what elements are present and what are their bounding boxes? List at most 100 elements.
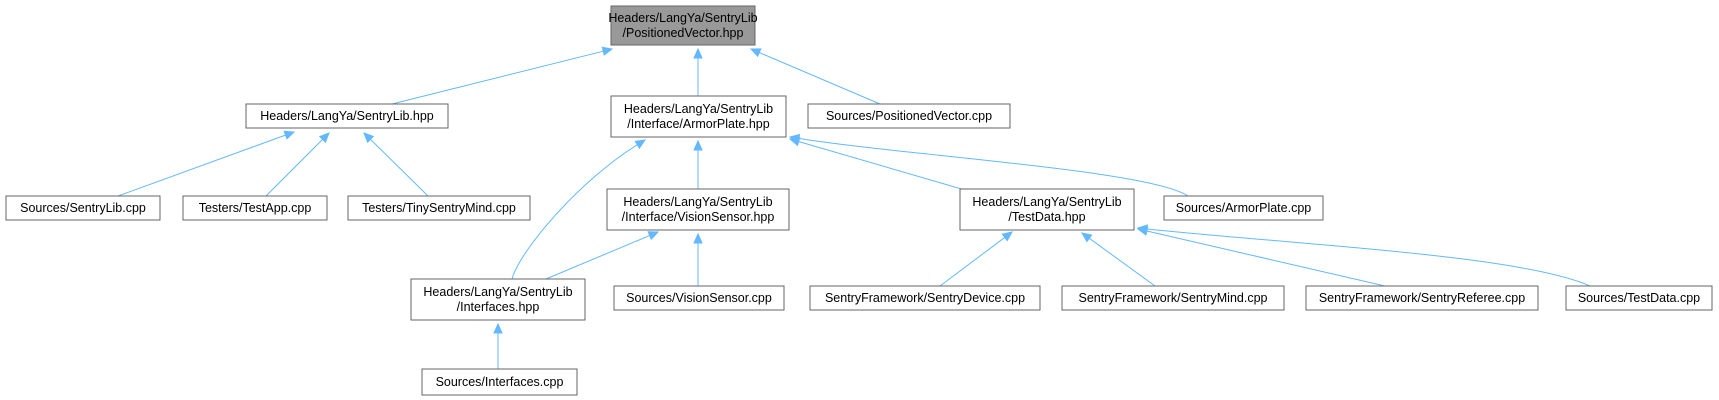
node-box bbox=[606, 188, 790, 231]
node-label-line: Sources/TestData.cpp bbox=[1578, 291, 1700, 305]
edge-line bbox=[391, 50, 605, 105]
edges-layer bbox=[117, 46, 1591, 369]
node-tinysentrymind-cpp[interactable]: Testers/TinySentryMind.cpp bbox=[347, 195, 531, 221]
edge-visionsensor_cpp-to-visionsensor_hpp bbox=[693, 232, 703, 286]
node-label-line: Sources/Interfaces.cpp bbox=[436, 375, 564, 389]
edge-arrowhead bbox=[749, 48, 762, 58]
edge-arrowhead bbox=[601, 46, 614, 56]
edge-arrowhead bbox=[1001, 231, 1013, 242]
node-label-line: Sources/PositionedVector.cpp bbox=[826, 109, 992, 123]
node-box bbox=[959, 188, 1135, 231]
node-label-line: Sources/VisionSensor.cpp bbox=[626, 291, 772, 305]
node-label-line: Testers/TinySentryMind.cpp bbox=[362, 201, 516, 215]
edge-interfaces_hpp-to-visionsensor_hpp bbox=[545, 231, 660, 280]
edge-curve bbox=[1145, 228, 1591, 287]
edge-arrowhead bbox=[693, 47, 703, 59]
node-box bbox=[613, 285, 785, 311]
edge-sentrylib_hpp-to-positioned_vector_hpp bbox=[391, 46, 614, 105]
edge-arrowhead bbox=[693, 139, 703, 151]
edge-line bbox=[939, 236, 1006, 287]
node-testapp-cpp[interactable]: Testers/TestApp.cpp bbox=[182, 195, 328, 221]
node-armorplate-cpp[interactable]: Sources/ArmorPlate.cpp bbox=[1163, 195, 1324, 221]
node-label-line: SentryFramework/SentryMind.cpp bbox=[1079, 291, 1268, 305]
edge-testapp_cpp-to-sentrylib_hpp bbox=[265, 132, 330, 197]
node-label-line: Headers/LangYa/SentryLib bbox=[423, 285, 572, 299]
node-label-line: Headers/LangYa/SentryLib.hpp bbox=[260, 109, 434, 123]
edge-curve bbox=[511, 143, 639, 280]
edge-interfaces_hpp-to-armorplate_hpp bbox=[511, 139, 647, 280]
edge-sentryreferee_cpp-to-testdata_hpp bbox=[1136, 226, 1386, 287]
node-box bbox=[610, 5, 756, 46]
edge-tinysentrymind_cpp-to-sentrylib_hpp bbox=[363, 132, 429, 197]
node-armorplate-hpp[interactable]: Headers/LangYa/SentryLib/Interface/Armor… bbox=[610, 95, 787, 138]
node-sentryreferee-cpp[interactable]: SentryFramework/SentryReferee.cpp bbox=[1305, 285, 1539, 311]
node-label-line: Headers/LangYa/SentryLib bbox=[624, 102, 773, 116]
edge-line bbox=[758, 51, 881, 105]
edge-sentrydevice_cpp-to-testdata_hpp bbox=[939, 231, 1013, 287]
edge-line bbox=[1145, 230, 1386, 287]
node-label-line: /PositionedVector.hpp bbox=[623, 26, 744, 40]
node-label-line: SentryFramework/SentryReferee.cpp bbox=[1319, 291, 1525, 305]
edge-curve bbox=[797, 137, 1189, 197]
node-label-line: Headers/LangYa/SentryLib bbox=[972, 195, 1121, 209]
node-testdata-hpp[interactable]: Headers/LangYa/SentryLib/TestData.hpp bbox=[959, 188, 1135, 231]
node-box bbox=[182, 195, 328, 221]
edge-line bbox=[545, 234, 651, 280]
edge-testdata_cpp-to-testdata_hpp bbox=[1136, 224, 1591, 287]
edge-interfaces_cpp-to-interfaces_hpp bbox=[493, 322, 503, 369]
edge-arrowhead bbox=[634, 139, 647, 150]
node-label-line: /Interface/VisionSensor.hpp bbox=[622, 210, 775, 224]
node-label-line: /TestData.hpp bbox=[1008, 210, 1085, 224]
edge-positioned_vector_cpp-to-positioned_vector_hpp bbox=[749, 48, 881, 105]
edge-sentrylib_cpp-to-sentrylib_hpp bbox=[117, 130, 296, 197]
node-box bbox=[1565, 285, 1713, 311]
edge-armorplate_cpp-to-armorplate_hpp bbox=[788, 133, 1189, 197]
node-positioned-vector-hpp[interactable]: Headers/LangYa/SentryLib/PositionedVecto… bbox=[608, 5, 758, 46]
edge-arrowhead bbox=[363, 132, 375, 144]
edge-arrowhead bbox=[493, 322, 503, 334]
node-box bbox=[410, 278, 586, 321]
node-box bbox=[347, 195, 531, 221]
edge-armorplate_hpp-to-positioned_vector_hpp bbox=[693, 47, 703, 96]
node-box bbox=[807, 103, 1011, 129]
node-label-line: Sources/ArmorPlate.cpp bbox=[1176, 201, 1312, 215]
node-box bbox=[421, 368, 578, 396]
edge-testdata_hpp-to-armorplate_hpp bbox=[788, 137, 966, 191]
node-positioned-vector-cpp[interactable]: Sources/PositionedVector.cpp bbox=[807, 103, 1011, 129]
edge-line bbox=[1088, 237, 1156, 287]
node-box bbox=[5, 195, 161, 221]
node-box bbox=[1305, 285, 1539, 311]
node-box bbox=[1061, 285, 1285, 311]
node-label-line: Headers/LangYa/SentryLib bbox=[608, 11, 757, 25]
node-visionsensor-cpp[interactable]: Sources/VisionSensor.cpp bbox=[613, 285, 785, 311]
node-sentrydevice-cpp[interactable]: SentryFramework/SentryDevice.cpp bbox=[809, 285, 1041, 311]
node-label-line: /Interface/ArmorPlate.hpp bbox=[627, 117, 769, 131]
edge-arrowhead bbox=[1081, 232, 1093, 243]
edge-arrowhead bbox=[788, 133, 801, 144]
node-box bbox=[610, 95, 787, 138]
nodes-layer: Headers/LangYa/SentryLib/PositionedVecto… bbox=[5, 5, 1713, 396]
edge-arrowhead bbox=[1136, 224, 1148, 234]
node-interfaces-cpp[interactable]: Sources/Interfaces.cpp bbox=[421, 368, 578, 396]
node-box bbox=[245, 103, 449, 129]
node-label-line: Headers/LangYa/SentryLib bbox=[623, 195, 772, 209]
edge-arrowhead bbox=[693, 232, 703, 244]
node-sentrylib-cpp[interactable]: Sources/SentryLib.cpp bbox=[5, 195, 161, 221]
edge-arrowhead bbox=[283, 130, 296, 140]
node-label-line: SentryFramework/SentryDevice.cpp bbox=[825, 291, 1025, 305]
edge-line bbox=[265, 138, 324, 197]
node-label-line: Sources/SentryLib.cpp bbox=[20, 201, 146, 215]
node-visionsensor-hpp[interactable]: Headers/LangYa/SentryLib/Interface/Visio… bbox=[606, 188, 790, 231]
node-sentrylib-hpp[interactable]: Headers/LangYa/SentryLib.hpp bbox=[245, 103, 449, 129]
node-testdata-cpp[interactable]: Sources/TestData.cpp bbox=[1565, 285, 1713, 311]
node-sentrymind-cpp[interactable]: SentryFramework/SentryMind.cpp bbox=[1061, 285, 1285, 311]
edge-visionsensor_hpp-to-armorplate_hpp bbox=[693, 139, 703, 189]
edge-line bbox=[797, 140, 966, 191]
node-box bbox=[809, 285, 1041, 311]
node-interfaces-hpp[interactable]: Headers/LangYa/SentryLib/Interfaces.hpp bbox=[410, 278, 586, 321]
edge-arrowhead bbox=[647, 231, 660, 241]
edge-line bbox=[117, 134, 287, 197]
edge-sentrymind_cpp-to-testdata_hpp bbox=[1081, 232, 1156, 287]
node-box bbox=[1163, 195, 1324, 221]
